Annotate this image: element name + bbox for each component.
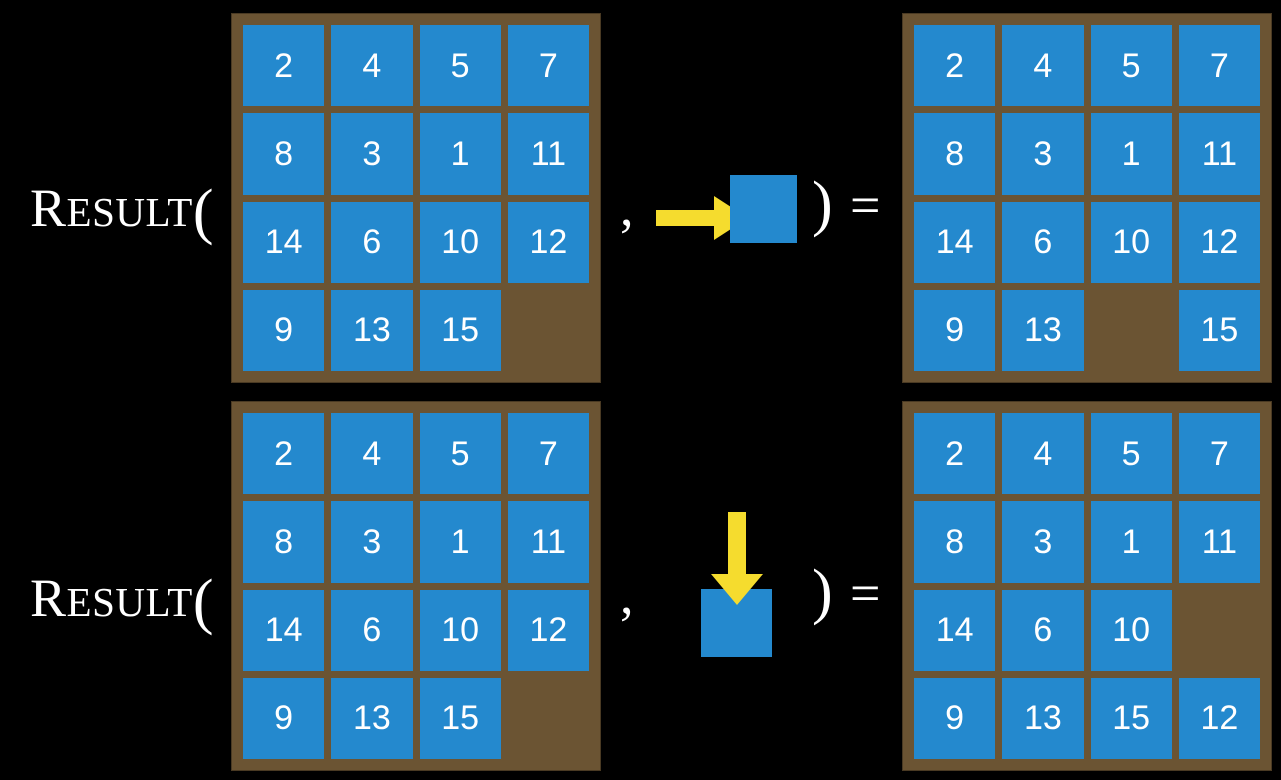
- tile[interactable]: 15: [419, 677, 501, 759]
- input-board-row1[interactable]: 2 4 5 7 8 3 1 11 14 6 10 12 9 13 15: [232, 14, 600, 382]
- comma-separator-row1: ,: [620, 177, 634, 237]
- tile[interactable]: 2: [914, 413, 996, 495]
- tile[interactable]: 11: [1178, 501, 1260, 583]
- tile[interactable]: 2: [243, 25, 325, 107]
- tile[interactable]: 7: [1178, 413, 1260, 495]
- tile[interactable]: 14: [914, 201, 996, 283]
- result-label-row1: RESULT(: [30, 175, 214, 243]
- arrow-down-icon: [707, 512, 767, 607]
- tile[interactable]: 3: [1002, 501, 1084, 583]
- output-board-row1[interactable]: 2 4 5 7 8 3 1 11 14 6 10 12 9 13 15: [903, 14, 1271, 382]
- tile[interactable]: 8: [243, 113, 325, 195]
- tile[interactable]: 1: [419, 113, 501, 195]
- tile[interactable]: 7: [1178, 25, 1260, 107]
- tile[interactable]: 12: [507, 589, 589, 671]
- close-paren-row2: ): [812, 558, 833, 626]
- tile[interactable]: 11: [507, 501, 589, 583]
- tile[interactable]: 5: [419, 25, 501, 107]
- tile[interactable]: 2: [914, 25, 996, 107]
- tile[interactable]: 13: [331, 677, 413, 759]
- tile[interactable]: 15: [1178, 289, 1260, 371]
- tile[interactable]: 15: [419, 289, 501, 371]
- empty-slot[interactable]: [1091, 290, 1172, 371]
- tile[interactable]: 4: [331, 413, 413, 495]
- equals-sign-row2: =: [850, 563, 881, 623]
- result-label-row2: RESULT(: [30, 565, 214, 633]
- output-board-row2[interactable]: 2 4 5 7 8 3 1 11 14 6 10 9 13 15 12: [903, 402, 1271, 770]
- tile[interactable]: 12: [1178, 201, 1260, 283]
- arrow-right-icon: [656, 192, 748, 244]
- result-label-initial: R: [30, 568, 67, 628]
- tile[interactable]: 15: [1090, 677, 1172, 759]
- tile[interactable]: 10: [419, 589, 501, 671]
- empty-slot[interactable]: [508, 290, 589, 371]
- tile[interactable]: 14: [243, 201, 325, 283]
- result-label-open-paren: (: [192, 568, 214, 636]
- empty-slot[interactable]: [1179, 590, 1260, 671]
- tile[interactable]: 10: [1090, 201, 1172, 283]
- tile[interactable]: 1: [1090, 113, 1172, 195]
- equals-sign-row1: =: [850, 175, 881, 235]
- tile[interactable]: 4: [331, 25, 413, 107]
- tile[interactable]: 5: [419, 413, 501, 495]
- tile[interactable]: 1: [419, 501, 501, 583]
- tile[interactable]: 6: [331, 201, 413, 283]
- tile[interactable]: 12: [1178, 677, 1260, 759]
- tile[interactable]: 9: [243, 289, 325, 371]
- tile[interactable]: 3: [1002, 113, 1084, 195]
- comma-separator-row2: ,: [620, 565, 634, 625]
- tile[interactable]: 1: [1090, 501, 1172, 583]
- tile[interactable]: 13: [331, 289, 413, 371]
- tile[interactable]: 10: [1090, 589, 1172, 671]
- tile[interactable]: 9: [914, 677, 996, 759]
- tile[interactable]: 8: [914, 501, 996, 583]
- result-label-smallcaps: ESULT: [66, 189, 193, 235]
- tile[interactable]: 6: [1002, 589, 1084, 671]
- tile[interactable]: 7: [507, 413, 589, 495]
- tile[interactable]: 10: [419, 201, 501, 283]
- result-label-smallcaps: ESULT: [66, 579, 193, 625]
- tile[interactable]: 8: [243, 501, 325, 583]
- tile[interactable]: 5: [1090, 25, 1172, 107]
- tile[interactable]: 13: [1002, 289, 1084, 371]
- tile[interactable]: 11: [1178, 113, 1260, 195]
- tile[interactable]: 3: [331, 501, 413, 583]
- tile[interactable]: 7: [507, 25, 589, 107]
- tile[interactable]: 11: [507, 113, 589, 195]
- move-tile-row1[interactable]: [730, 175, 797, 243]
- empty-slot[interactable]: [508, 678, 589, 759]
- result-label-open-paren: (: [192, 178, 214, 246]
- tile[interactable]: 5: [1090, 413, 1172, 495]
- tile[interactable]: 14: [914, 589, 996, 671]
- tile[interactable]: 6: [1002, 201, 1084, 283]
- close-paren-row1: ): [812, 170, 833, 238]
- tile[interactable]: 3: [331, 113, 413, 195]
- input-board-row2[interactable]: 2 4 5 7 8 3 1 11 14 6 10 12 9 13 15: [232, 402, 600, 770]
- tile[interactable]: 12: [507, 201, 589, 283]
- tile[interactable]: 6: [331, 589, 413, 671]
- tile[interactable]: 4: [1002, 413, 1084, 495]
- tile[interactable]: 2: [243, 413, 325, 495]
- tile[interactable]: 9: [914, 289, 996, 371]
- tile[interactable]: 4: [1002, 25, 1084, 107]
- result-label-initial: R: [30, 178, 67, 238]
- tile[interactable]: 14: [243, 589, 325, 671]
- tile[interactable]: 8: [914, 113, 996, 195]
- tile[interactable]: 9: [243, 677, 325, 759]
- tile[interactable]: 13: [1002, 677, 1084, 759]
